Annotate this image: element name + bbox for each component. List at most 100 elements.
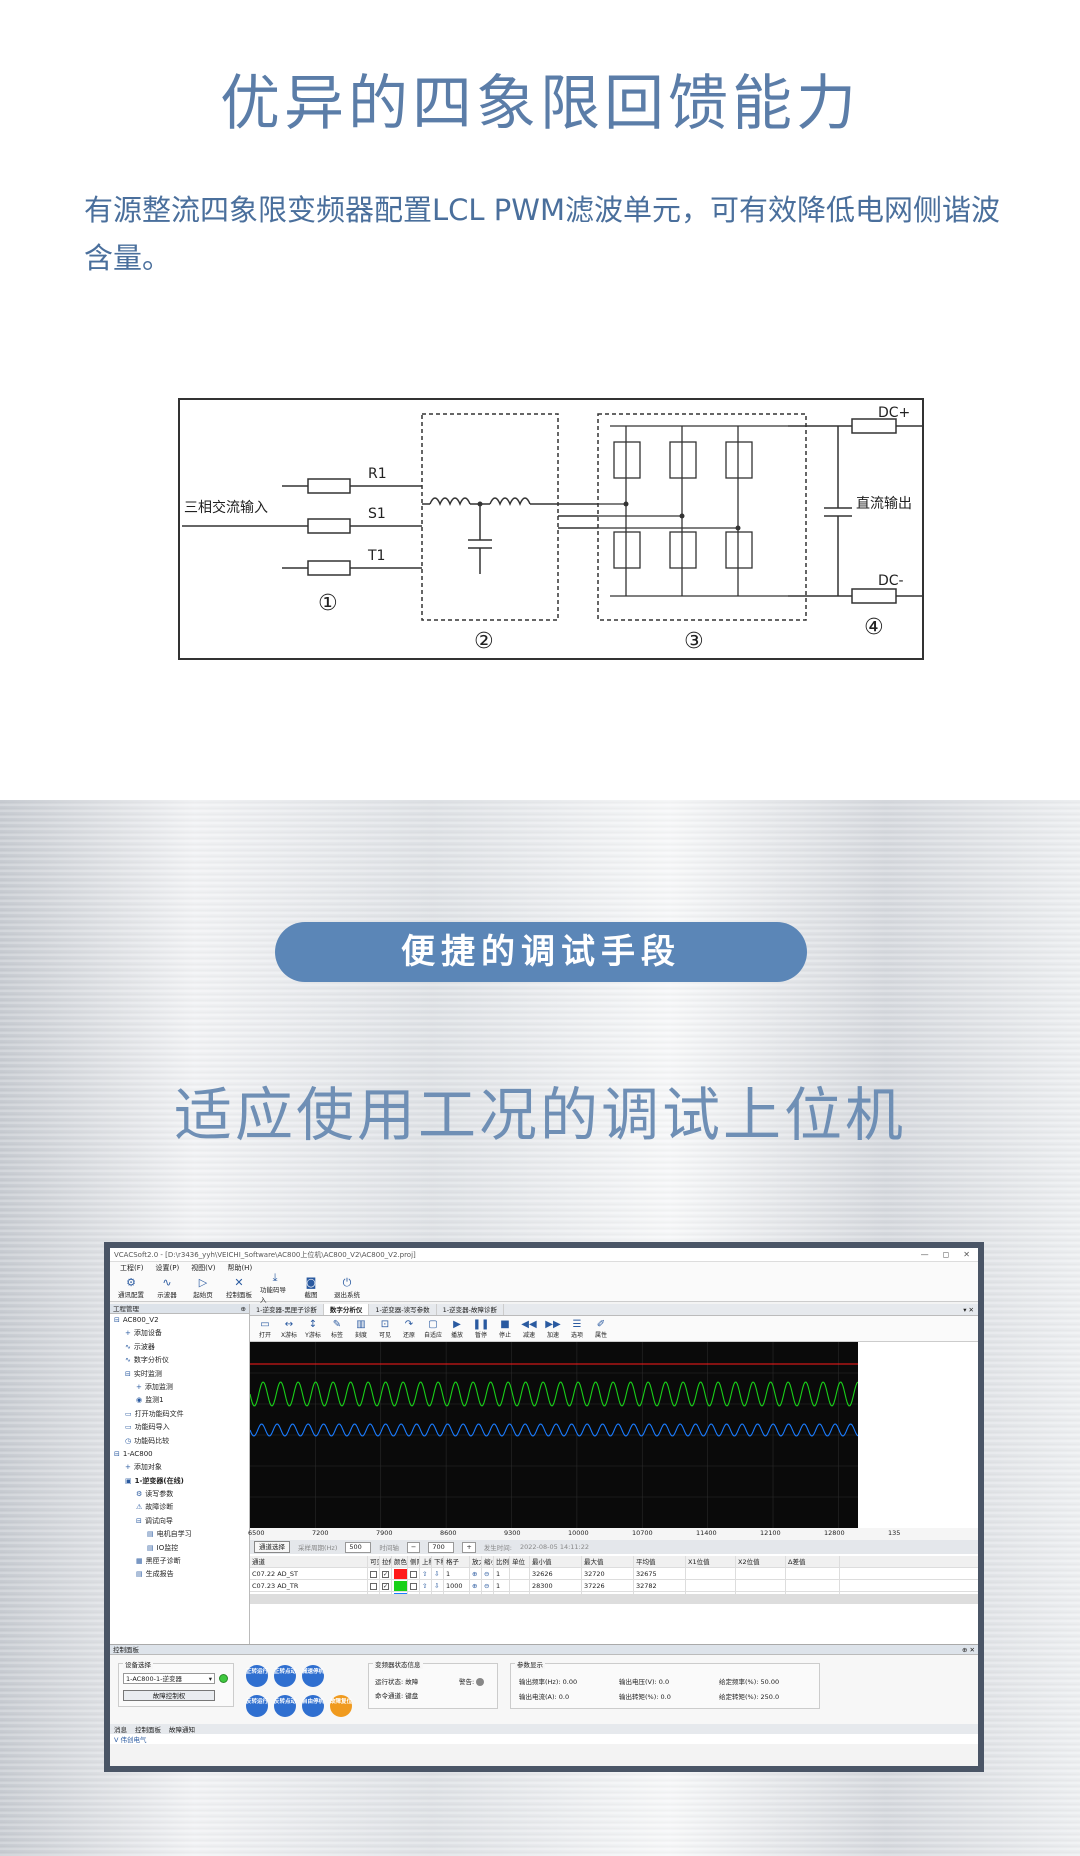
maximize-button[interactable]: ◻ bbox=[942, 1250, 950, 1259]
tree-item[interactable]: +添加监测 bbox=[110, 1381, 249, 1394]
device-select[interactable]: 1-AC800-1-逆变器▾ bbox=[123, 1673, 215, 1684]
tree-item[interactable]: ▭功能码导入 bbox=[110, 1421, 249, 1434]
param-label: 输出频率(Hz): bbox=[519, 1678, 561, 1686]
scope-tool-button[interactable]: ❚❚暂停 bbox=[470, 1319, 492, 1339]
tree-item[interactable]: ◉监测1 bbox=[110, 1394, 249, 1407]
menu-item[interactable]: 帮助(H) bbox=[227, 1264, 253, 1272]
document-tab[interactable]: 数字分析仪 bbox=[323, 1304, 370, 1315]
menu-item[interactable]: 视图(V) bbox=[191, 1264, 216, 1272]
document-tab[interactable]: 1-逆变器-读写参数 bbox=[369, 1304, 437, 1315]
control-button[interactable]: 正转点动 bbox=[274, 1665, 296, 1687]
stretch-checkbox[interactable]: ✓ bbox=[380, 1568, 392, 1579]
scope-tool-button[interactable]: ▶▶加速 bbox=[542, 1319, 564, 1339]
zoom-in-icon[interactable]: ⊕ bbox=[470, 1580, 482, 1591]
timebase-minus-button[interactable]: − bbox=[406, 1541, 421, 1553]
control-button[interactable]: 正转运行 bbox=[246, 1665, 268, 1687]
scope-tool-button[interactable]: ◀◀减速 bbox=[518, 1319, 540, 1339]
scope-tool-button[interactable]: ▶播放 bbox=[446, 1319, 468, 1339]
scope-tool-button[interactable]: ▭打开 bbox=[254, 1319, 276, 1339]
tree-item[interactable]: ⚙读写参数 bbox=[110, 1488, 249, 1501]
document-tab[interactable]: 1-逆变器-黑匣子诊断 bbox=[250, 1304, 324, 1315]
toolbar-button[interactable]: ◙截图 bbox=[296, 1276, 326, 1299]
scope-tool-icon: ▶▶ bbox=[545, 1318, 561, 1330]
tree-item[interactable]: ▤IO监控 bbox=[110, 1542, 249, 1555]
zoom-out-icon[interactable]: ⊖ bbox=[482, 1580, 494, 1591]
column-header: 格子 bbox=[444, 1556, 470, 1567]
close-button[interactable]: ✕ bbox=[963, 1250, 970, 1259]
pin-icon[interactable]: ⊕ bbox=[240, 1305, 246, 1313]
tree-item[interactable]: ▤生成报告 bbox=[110, 1568, 249, 1581]
sample-input[interactable]: 500 bbox=[345, 1541, 372, 1553]
control-button[interactable]: 故障复位 bbox=[330, 1695, 352, 1717]
limit-checkbox[interactable] bbox=[408, 1580, 420, 1591]
x-tick-label: 9300 bbox=[504, 1529, 521, 1537]
scope-tool-button[interactable]: ▢自适应 bbox=[422, 1319, 444, 1339]
control-button[interactable]: 反转点动 bbox=[274, 1695, 296, 1717]
toolbar-button[interactable]: ▷起始页 bbox=[188, 1276, 218, 1299]
move-down-icon[interactable]: ⇩ bbox=[432, 1580, 444, 1591]
waveform-display[interactable] bbox=[250, 1342, 858, 1528]
toolbar-button[interactable]: ∿示波器 bbox=[152, 1276, 182, 1299]
toolbar-button[interactable]: ⏻退出系统 bbox=[332, 1276, 362, 1299]
zoom-in-icon[interactable]: ⊕ bbox=[470, 1568, 482, 1579]
control-button[interactable]: 减速停机 bbox=[302, 1665, 324, 1687]
tree-item[interactable]: +添加对象 bbox=[110, 1461, 249, 1474]
scope-tool-button[interactable]: ⊡可见 bbox=[374, 1319, 396, 1339]
scope-tool-button[interactable]: ✐属性 bbox=[590, 1319, 612, 1339]
abnormal-control-button[interactable]: 故障控制权 bbox=[123, 1690, 215, 1701]
scope-tool-button[interactable]: ✎标签 bbox=[326, 1319, 348, 1339]
control-button[interactable]: 反转运行 bbox=[246, 1695, 268, 1717]
visible-checkbox[interactable] bbox=[368, 1568, 380, 1579]
timebase-input[interactable]: 700 bbox=[428, 1541, 455, 1553]
tree-item[interactable]: ▣1-逆变器(在线) bbox=[110, 1475, 249, 1488]
color-swatch[interactable] bbox=[392, 1580, 408, 1591]
move-up-icon[interactable]: ⇧ bbox=[420, 1568, 432, 1579]
tree-item[interactable]: ⊟实时监测 bbox=[110, 1368, 249, 1381]
color-swatch[interactable] bbox=[392, 1568, 408, 1579]
tree-item[interactable]: ▤电机自学习 bbox=[110, 1528, 249, 1541]
limit-checkbox[interactable] bbox=[408, 1568, 420, 1579]
menu-item[interactable]: 设置(P) bbox=[155, 1264, 180, 1272]
tree-item[interactable]: ⊟调试向导 bbox=[110, 1515, 249, 1528]
scope-tool-button[interactable]: ▥刻度 bbox=[350, 1319, 372, 1339]
scope-tool-button[interactable]: ■停止 bbox=[494, 1319, 516, 1339]
toolbar-button[interactable]: ⤓功能码导入 bbox=[260, 1271, 290, 1304]
scope-tool-button[interactable]: ↷还原 bbox=[398, 1319, 420, 1339]
tree-item[interactable]: ⊟AC800_V2 bbox=[110, 1314, 249, 1327]
bottom-tab[interactable]: 故障通知 bbox=[169, 1726, 195, 1734]
grid-value[interactable]: 1 bbox=[444, 1568, 470, 1579]
channel-select-button[interactable]: 通道选择 bbox=[254, 1541, 290, 1553]
table-scrollbar[interactable] bbox=[250, 1594, 978, 1604]
move-up-icon[interactable]: ⇧ bbox=[420, 1580, 432, 1591]
zoom-out-icon[interactable]: ⊖ bbox=[482, 1568, 494, 1579]
menu-item[interactable]: 工程(F) bbox=[120, 1264, 144, 1272]
tree-item[interactable]: ▭打开功能码文件 bbox=[110, 1408, 249, 1421]
tree-item[interactable]: ∿数字分析仪 bbox=[110, 1354, 249, 1367]
minimize-button[interactable]: — bbox=[920, 1250, 929, 1259]
control-button[interactable]: 自由停机 bbox=[302, 1695, 324, 1717]
scope-tool-button[interactable]: ↔X游标 bbox=[278, 1319, 300, 1339]
visible-checkbox[interactable] bbox=[368, 1580, 380, 1591]
column-header: 可见 bbox=[368, 1556, 380, 1567]
timebase-plus-button[interactable]: + bbox=[462, 1541, 476, 1553]
tree-item[interactable]: ◷功能码比较 bbox=[110, 1435, 249, 1448]
scope-tool-button[interactable]: ☰选项 bbox=[566, 1319, 588, 1339]
tree-item[interactable]: ∿示波器 bbox=[110, 1341, 249, 1354]
tree-item[interactable]: ▦黑匣子诊断 bbox=[110, 1555, 249, 1568]
bottom-tab[interactable]: 控制面板 bbox=[135, 1726, 161, 1734]
toolbar-button[interactable]: ⚙通讯配置 bbox=[116, 1276, 146, 1299]
tree-item[interactable]: ⚠故障诊断 bbox=[110, 1501, 249, 1514]
move-down-icon[interactable]: ⇩ bbox=[432, 1568, 444, 1579]
document-tab[interactable]: 1-逆变器-故障诊断 bbox=[437, 1304, 504, 1315]
tree-item[interactable]: +添加设备 bbox=[110, 1327, 249, 1340]
bottom-tab[interactable]: 消息 bbox=[114, 1726, 127, 1734]
tree-item[interactable]: ⊟1-AC800 bbox=[110, 1448, 249, 1461]
grid-value[interactable]: 1000 bbox=[444, 1580, 470, 1591]
toolbar-button[interactable]: ✕控制面板 bbox=[224, 1276, 254, 1299]
scope-tool-button[interactable]: ↕Y游标 bbox=[302, 1319, 324, 1339]
tabs-close-icon[interactable]: ▾ ✕ bbox=[963, 1306, 974, 1314]
stretch-checkbox[interactable]: ✓ bbox=[380, 1580, 392, 1591]
channel-name: C07.22 AD_ST bbox=[250, 1568, 368, 1579]
